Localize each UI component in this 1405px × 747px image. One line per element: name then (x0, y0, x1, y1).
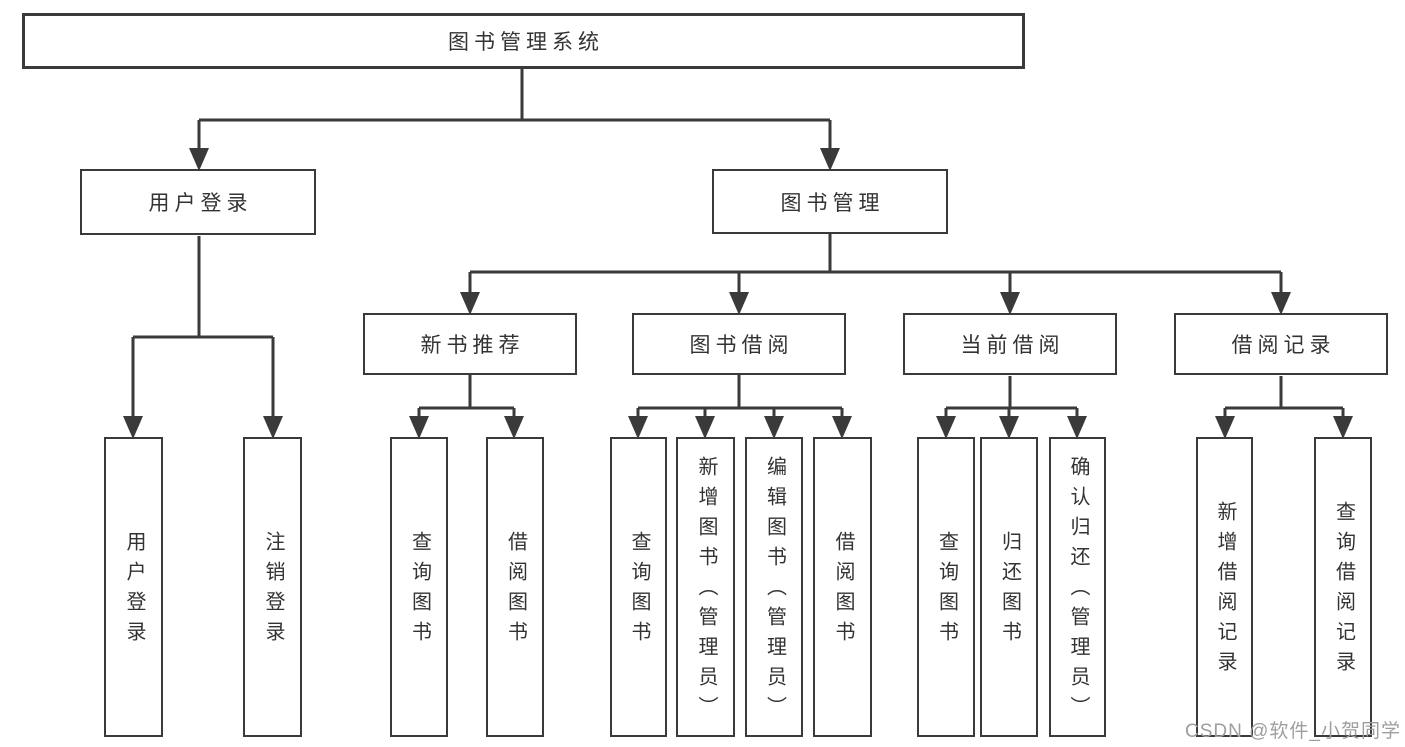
node-book-management-module: 图书管理 (712, 169, 948, 234)
leaf-newbook-query-books: 查询图书 (390, 437, 448, 737)
arrowhead-down-icon (999, 416, 1019, 439)
arrowhead-down-icon (504, 416, 524, 439)
node-label: 新增借阅记录 (1214, 501, 1236, 681)
leaf-newbook-borrow-books: 借阅图书 (486, 437, 544, 737)
arrowhead-down-icon (263, 416, 283, 439)
leaf-current-query-books: 查询图书 (917, 437, 975, 737)
leaf-borrowing-edit-books-admin: 编辑图书（管理员） (745, 437, 803, 737)
node-label: 新书推荐 (420, 334, 525, 357)
node-label: 借阅记录 (1231, 334, 1336, 357)
node-label: 借阅图书 (504, 531, 527, 651)
arrowhead-down-icon (820, 148, 840, 171)
connector-borrowing-to-children (636, 375, 844, 420)
node-label: 查询图书 (935, 531, 958, 651)
node-label: 用户登录 (123, 531, 145, 651)
arrowhead-down-icon (832, 416, 852, 439)
leaf-borrowing-add-books-admin: 新增图书（管理员） (676, 437, 735, 737)
arrowhead-down-icon (409, 416, 429, 439)
arrowhead-down-icon (189, 148, 209, 171)
arrowhead-down-icon (729, 292, 749, 315)
node-label: 注销登录 (262, 531, 284, 651)
connector-newbook-to-children (417, 375, 516, 420)
arrowhead-down-icon (1000, 292, 1020, 315)
node-label: 图书借阅 (689, 334, 794, 357)
node-label: 查询图书 (408, 531, 431, 651)
connector-current-to-children (944, 376, 1079, 420)
node-label: 归还图书 (998, 531, 1021, 651)
node-root-library-system: 图书管理系统 (22, 13, 1025, 69)
node-new-book-recommendation: 新书推荐 (363, 313, 577, 375)
arrowhead-down-icon (628, 416, 648, 439)
leaf-borrowing-query-books: 查询图书 (610, 437, 667, 737)
node-current-borrowing: 当前借阅 (903, 313, 1117, 375)
node-label: 图书管理 (780, 191, 885, 215)
leaf-current-return-books: 归还图书 (980, 437, 1038, 737)
node-label: 当前借阅 (960, 334, 1065, 357)
arrowhead-down-icon (764, 416, 784, 439)
leaf-user-login: 用户登录 (104, 437, 163, 737)
node-user-login-module: 用户登录 (80, 169, 316, 235)
node-label: 图书管理系统 (448, 31, 604, 54)
connector-bookmgmt-to-level3 (468, 234, 1283, 296)
node-label: 查询借阅记录 (1332, 501, 1355, 681)
arrowhead-down-icon (1333, 416, 1353, 439)
arrowhead-down-icon (1067, 416, 1087, 439)
node-label: 确认归还（管理员） (1067, 456, 1089, 726)
leaf-records-add-record: 新增借阅记录 (1196, 437, 1253, 737)
leaf-records-query-record: 查询借阅记录 (1314, 437, 1372, 737)
node-label: 用户登录 (148, 192, 253, 215)
arrowhead-down-icon (695, 416, 715, 439)
arrowhead-down-icon (1271, 292, 1291, 315)
connector-root-to-level2 (197, 67, 832, 152)
node-book-borrowing: 图书借阅 (632, 313, 846, 375)
csdn-watermark: CSDN @软件_小贺同学 (1185, 721, 1401, 742)
leaf-current-confirm-return-admin: 确认归还（管理员） (1049, 437, 1106, 737)
arrowhead-down-icon (460, 292, 480, 315)
arrowhead-down-icon (123, 416, 143, 439)
node-label: 新增图书（管理员） (695, 456, 717, 726)
arrowhead-down-icon (1215, 416, 1235, 439)
leaf-logout: 注销登录 (243, 437, 302, 737)
node-label: 借阅图书 (832, 531, 854, 651)
node-label: 编辑图书（管理员） (763, 456, 786, 726)
node-label: 查询图书 (628, 531, 650, 651)
connector-userlogin-to-children (131, 236, 275, 420)
arrowhead-down-icon (936, 416, 956, 439)
leaf-borrowing-borrow-books: 借阅图书 (813, 437, 872, 737)
node-borrowing-records: 借阅记录 (1174, 313, 1388, 375)
connector-records-to-children (1223, 376, 1345, 420)
